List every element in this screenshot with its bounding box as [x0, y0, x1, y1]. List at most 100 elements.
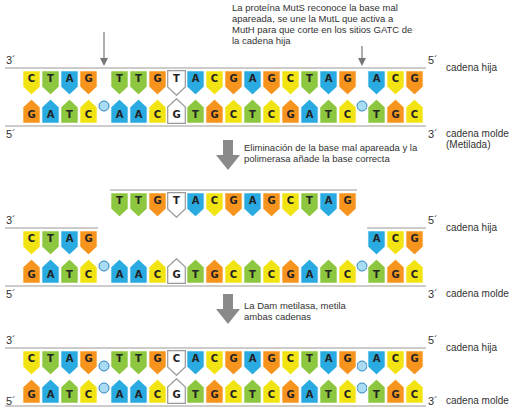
- base-letter: C: [386, 353, 405, 364]
- nucleotide: G: [22, 98, 41, 124]
- base-letter: G: [22, 389, 41, 400]
- base-letter: C: [405, 389, 424, 400]
- base-letter: T: [60, 389, 79, 400]
- nucleotide: G: [262, 192, 281, 218]
- nucleotide: A: [367, 230, 386, 256]
- nucleotide: T: [110, 70, 129, 96]
- base-letter: C: [338, 389, 357, 400]
- base-letter: A: [129, 389, 148, 400]
- nucleotide: G: [281, 98, 300, 124]
- base-letter: C: [386, 73, 405, 84]
- base-letter: A: [186, 195, 205, 206]
- base-letter: A: [60, 73, 79, 84]
- nucleotide: C: [224, 258, 243, 284]
- strand-end: 5´: [428, 54, 448, 66]
- base-letter: G: [262, 353, 281, 364]
- nucleotide: A: [186, 350, 205, 376]
- nucleotide: A: [319, 70, 338, 96]
- nucleotide: C: [148, 378, 167, 404]
- nucleotide: A: [243, 70, 262, 96]
- base-letter: T: [186, 109, 205, 120]
- base-letter: T: [129, 195, 148, 206]
- base-letter: T: [186, 389, 205, 400]
- step-arrows: [216, 140, 240, 324]
- base-letter: G: [148, 195, 167, 206]
- nucleotide: T: [243, 258, 262, 284]
- nucleotide: T: [41, 70, 60, 96]
- base-letter: C: [281, 195, 300, 206]
- base-letter: T: [243, 269, 262, 280]
- base-letter: C: [79, 389, 98, 400]
- base-letter: T: [367, 109, 386, 120]
- base-letter: T: [300, 353, 319, 364]
- base-letter: C: [205, 353, 224, 364]
- nucleotide: T: [60, 98, 79, 124]
- nucleotide: C: [338, 258, 357, 284]
- nucleotide: G: [224, 192, 243, 218]
- nucleotide: C: [386, 70, 405, 96]
- base-letter: C: [386, 233, 405, 244]
- strand-end: 5´: [6, 128, 26, 140]
- base-letter: C: [148, 269, 167, 280]
- base-letter: T: [300, 73, 319, 84]
- nucleotide: C: [386, 350, 405, 376]
- strand-name: cadena hija: [446, 342, 512, 353]
- strand-name: cadena hija: [446, 222, 512, 233]
- nucleotide: G: [338, 350, 357, 376]
- nucleotide: T: [41, 230, 60, 256]
- nucleotide: G: [205, 258, 224, 284]
- strand-end: 3´: [6, 54, 26, 66]
- nucleotide: C: [79, 378, 98, 404]
- nucleotide: T: [129, 192, 148, 218]
- nucleotide: C: [148, 98, 167, 124]
- base-letter: G: [167, 389, 186, 400]
- nucleotide: G: [405, 350, 424, 376]
- base-letter: A: [319, 195, 338, 206]
- nucleotide: C: [79, 258, 98, 284]
- nucleotide: C: [386, 230, 405, 256]
- nucleotide: A: [243, 192, 262, 218]
- base-letter: A: [319, 73, 338, 84]
- nucleotide: G: [167, 378, 186, 404]
- base-letter: T: [186, 269, 205, 280]
- nucleotide: T: [110, 192, 129, 218]
- base-letter: G: [148, 353, 167, 364]
- base-letter: A: [110, 389, 129, 400]
- base-letter: C: [405, 109, 424, 120]
- nucleotide: T: [167, 70, 186, 96]
- base-letter: C: [205, 195, 224, 206]
- base-letter: A: [367, 353, 386, 364]
- base-letter: G: [281, 269, 300, 280]
- base-letter: G: [79, 353, 98, 364]
- nucleotide: C: [405, 378, 424, 404]
- nucleotide: A: [60, 350, 79, 376]
- base-letter: G: [386, 389, 405, 400]
- nucleotide: C: [79, 98, 98, 124]
- nucleotide: A: [129, 258, 148, 284]
- base-letter: T: [243, 389, 262, 400]
- base-letter: C: [224, 269, 243, 280]
- nucleotide: T: [186, 378, 205, 404]
- base-letter: G: [224, 353, 243, 364]
- base-letter: T: [319, 109, 338, 120]
- base-letter: A: [129, 269, 148, 280]
- nucleotide: A: [300, 98, 319, 124]
- base-letter: A: [300, 109, 319, 120]
- nucleotide: G: [148, 350, 167, 376]
- strand-name: cadena molde: [446, 288, 512, 299]
- base-letter: G: [405, 233, 424, 244]
- base-letter: G: [338, 353, 357, 364]
- base-letter: A: [367, 233, 386, 244]
- strand-end: 3´: [428, 395, 448, 407]
- strand-name: cadena molde (Metilada): [446, 128, 512, 150]
- nucleotide: A: [60, 230, 79, 256]
- nucleotide: G: [205, 378, 224, 404]
- base-letter: A: [243, 73, 262, 84]
- base-letter: T: [41, 233, 60, 244]
- nucleotide: G: [148, 70, 167, 96]
- nucleotide: C: [22, 230, 41, 256]
- base-letter: T: [319, 269, 338, 280]
- nucleotide: C: [224, 378, 243, 404]
- nucleotide: G: [224, 70, 243, 96]
- base-letter: T: [167, 73, 186, 84]
